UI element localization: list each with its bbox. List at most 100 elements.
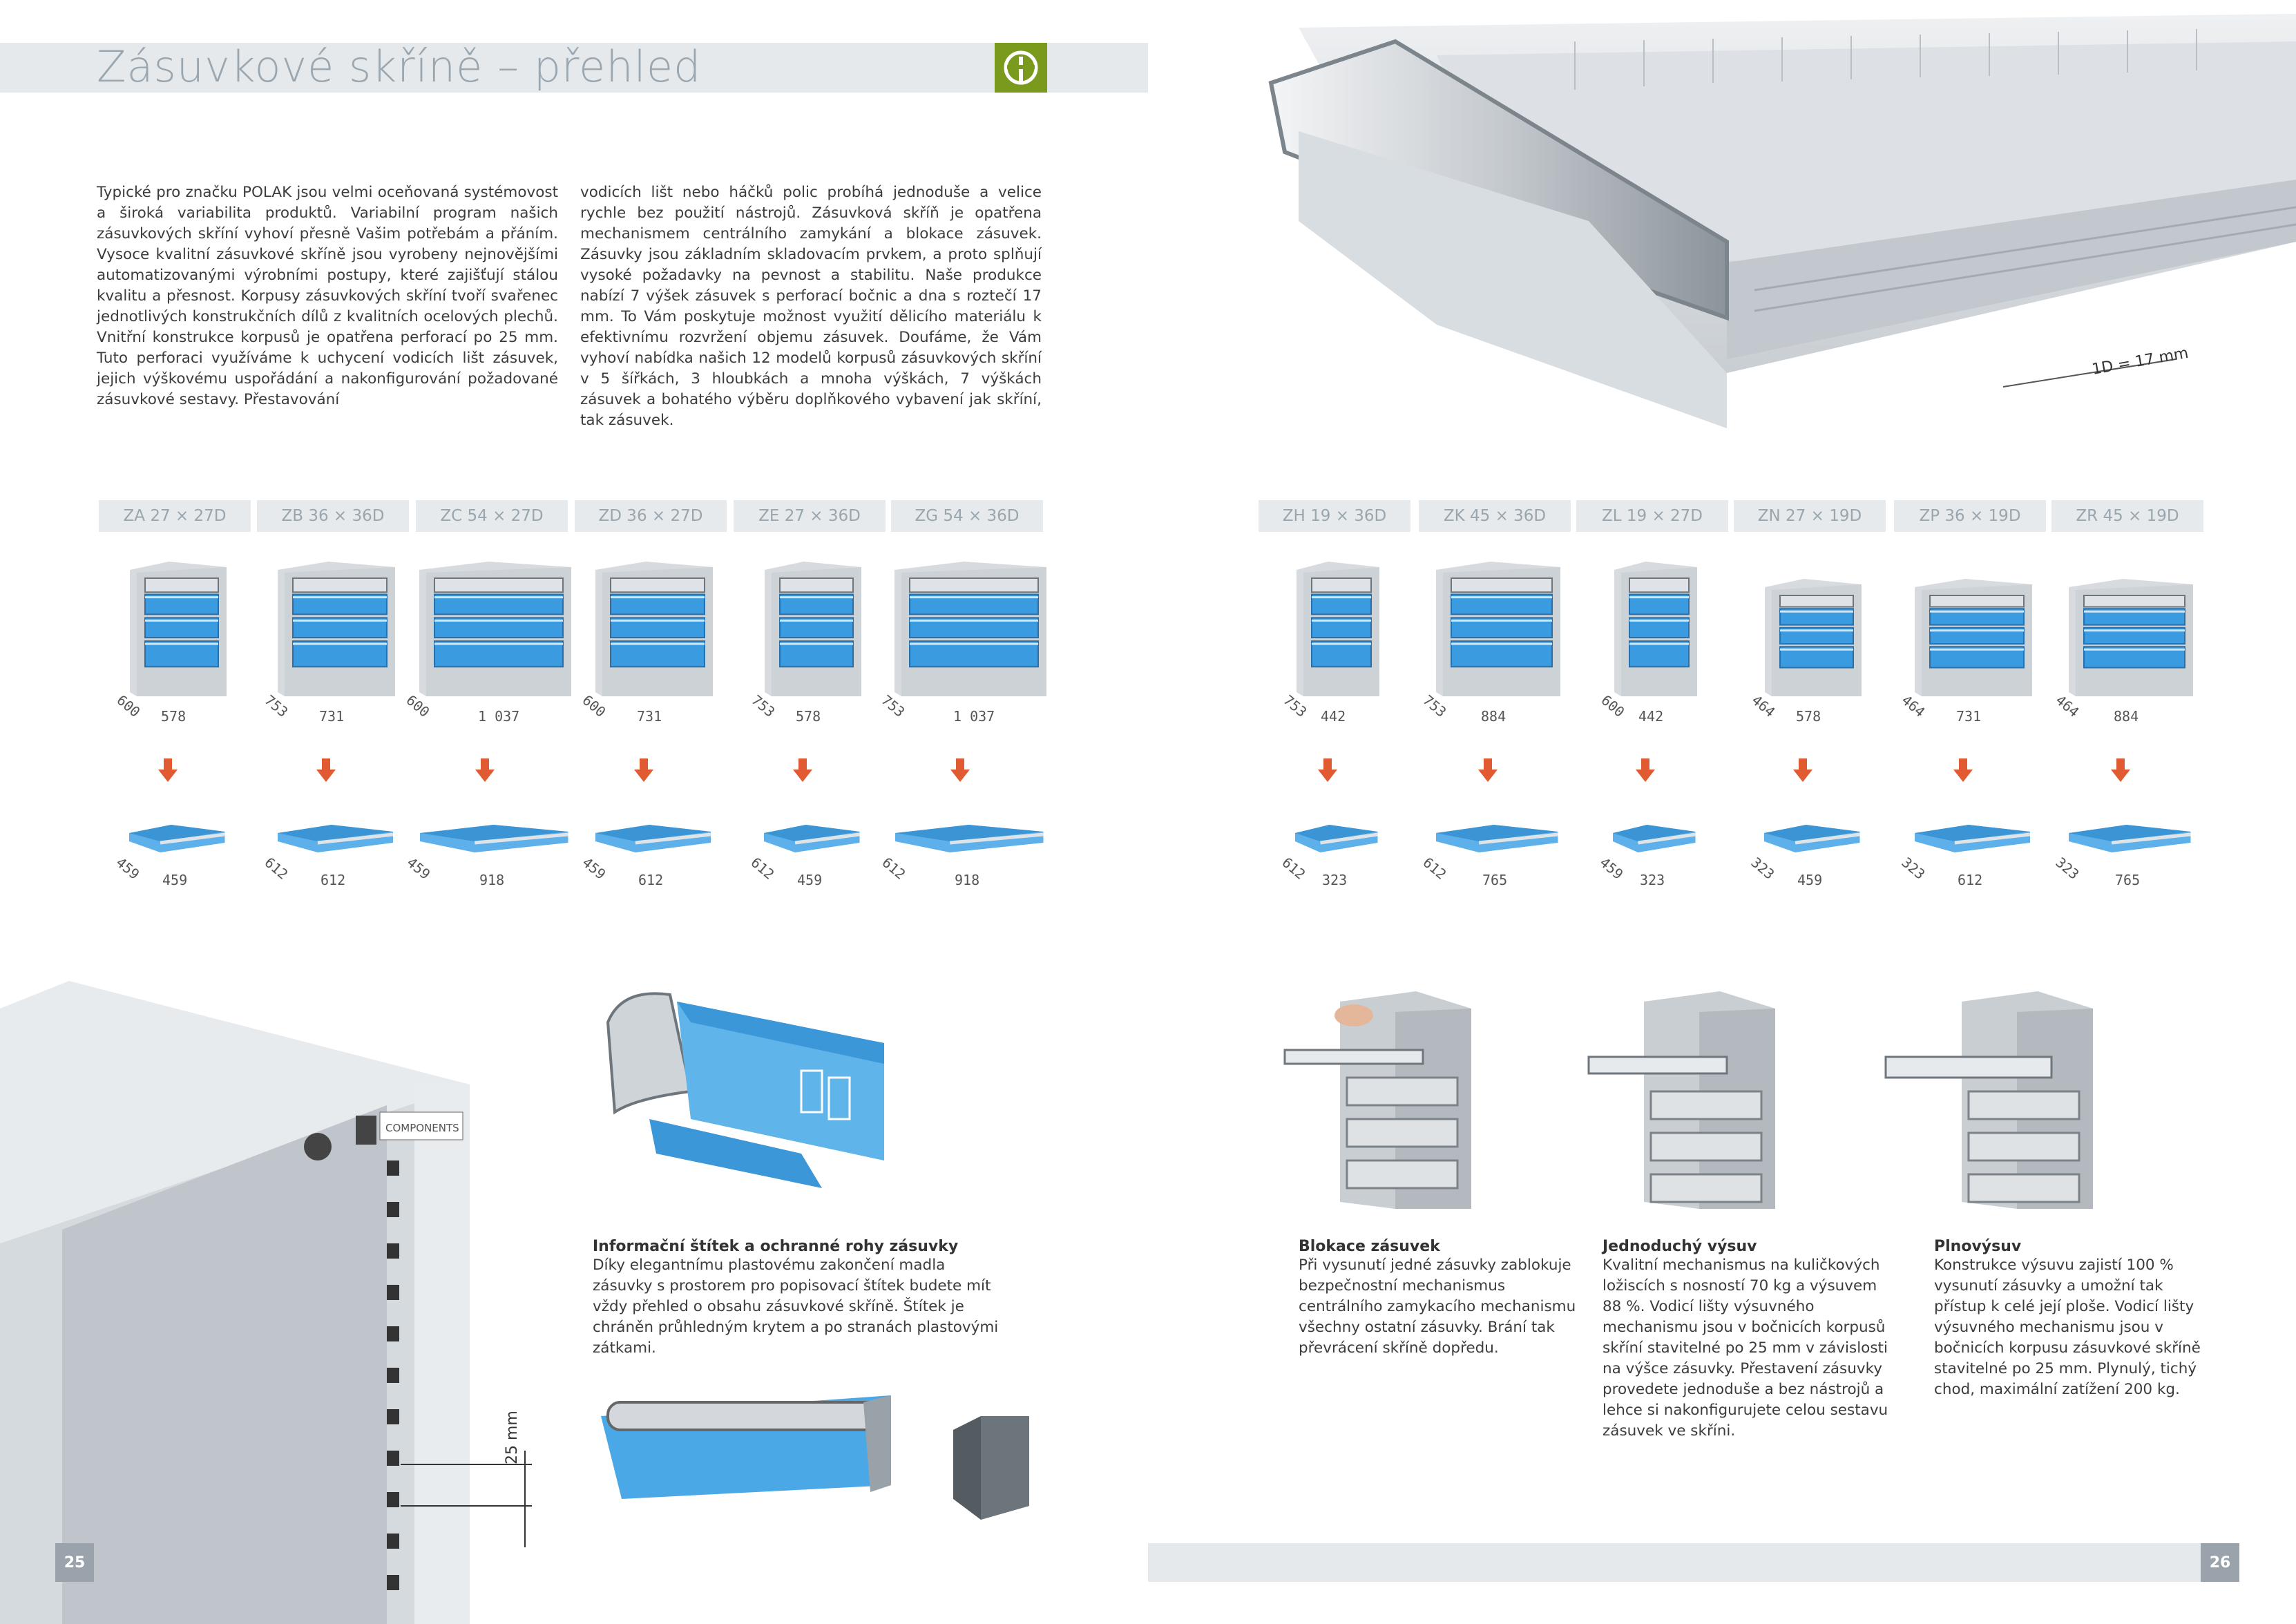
tray-depth-0: 459 [113, 854, 143, 883]
arrow-down-icon [475, 758, 495, 782]
arrow-down-icon [793, 758, 812, 782]
drawer-tray-10 [1914, 825, 2030, 852]
cabinet-width-8: 442 [1638, 708, 1664, 725]
footer-bar [1148, 1543, 2201, 1582]
tray-depth-8: 459 [1596, 854, 1627, 883]
simple-extension-text: Kvalitní mechanismus na kuličkových loži… [1603, 1257, 1888, 1440]
simple-extension-feature: Jednoduchý výsuv Kvalitní mechanismus na… [1603, 1238, 1900, 1442]
cabinet-drawing-5 [895, 562, 1046, 696]
tray-depth-7: 612 [1419, 854, 1450, 883]
cabinet-width-9: 578 [1796, 708, 1821, 725]
logo-icon [1004, 50, 1038, 85]
cabinet-drawing-11 [2069, 579, 2193, 696]
model-tab-10: ZP 36 × 19D [1894, 500, 2046, 532]
polak-logo [995, 43, 1047, 93]
simple-extension-title: Jednoduchý výsuv [1603, 1238, 1757, 1255]
tray-depth-3: 459 [579, 854, 609, 883]
cabinet-width-5: 1 037 [953, 708, 995, 725]
tray-width-5: 918 [955, 872, 980, 888]
tray-width-8: 323 [1640, 872, 1665, 888]
cabinet-width-1: 731 [319, 708, 345, 725]
feature-cabinets-image [1283, 991, 2093, 1209]
full-extension-title: Plnovýsuv [1934, 1238, 2022, 1255]
hand-icon [1334, 1004, 1373, 1026]
label-text: COMPONENTS [385, 1122, 459, 1134]
tray-width-7: 765 [1482, 872, 1508, 888]
arrow-down-icon [2111, 758, 2130, 782]
blocking-feature: Blokace zásuvek Při vysunutí jedné zásuv… [1299, 1238, 1589, 1359]
arrow-down-icon [1636, 758, 1655, 782]
arrow-down-icon [1478, 758, 1498, 782]
tray-depth-2: 459 [403, 854, 434, 883]
cabinet-drawing-9 [1765, 579, 1862, 696]
tray-width-1: 612 [321, 872, 346, 888]
hero-drawer-image: 1D = 17 mm [1268, 14, 2296, 428]
cabinet-width-6: 442 [1321, 708, 1346, 725]
model-tab-6: ZH 19 × 36D [1259, 500, 1410, 532]
tray-depth-6: 612 [1279, 854, 1309, 883]
cabinet-drawing-10 [1915, 579, 2032, 696]
perforation-label: 25 mm [504, 1411, 521, 1464]
arrow-down-icon [1793, 758, 1812, 782]
cabinet-width-0: 578 [161, 708, 186, 725]
tray-width-4: 459 [797, 872, 823, 888]
model-tab-8: ZL 19 × 27D [1576, 500, 1728, 532]
label-feature-text: Díky elegantnímu plastovému zakončení ma… [593, 1257, 999, 1357]
cabinet-width-3: 731 [637, 708, 662, 725]
model-tab-2: ZC 54 × 27D [416, 500, 568, 532]
label-feature: Informační štítek a ochranné rohy zásuvk… [593, 1238, 1007, 1359]
model-tab-0: ZA 27 × 27D [99, 500, 251, 532]
cabinet-drawing-3 [595, 562, 713, 696]
drawer-tray-5 [895, 825, 1044, 852]
tray-depth-1: 612 [261, 854, 291, 883]
arrow-down-icon [1953, 758, 1973, 782]
drawer-tray-4 [763, 825, 860, 852]
arrow-down-icon [1318, 758, 1337, 782]
model-tab-4: ZE 27 × 36D [734, 500, 886, 532]
cabinet-width-7: 884 [1481, 708, 1506, 725]
drawer-tray-6 [1295, 825, 1379, 852]
cabinet-drawing-8 [1614, 562, 1697, 696]
drawer-tray-7 [1435, 825, 1558, 852]
drawer-tray-3 [595, 825, 711, 852]
cabinet-width-4: 578 [796, 708, 821, 725]
tray-width-10: 612 [1958, 872, 1983, 888]
tray-width-3: 612 [638, 872, 664, 888]
hero-dimension-label: 1D = 17 mm [2091, 345, 2190, 379]
tray-width-2: 918 [479, 872, 505, 888]
model-tab-7: ZK 45 × 36D [1419, 500, 1571, 532]
blocking-feature-text: Při vysunutí jedné zásuvky zablokuje bez… [1299, 1257, 1576, 1357]
intro-text-col1: Typické pro značku POLAK jsou velmi oceň… [97, 184, 558, 408]
cabinet-drawing-4 [765, 562, 861, 696]
drawer-tray-0 [128, 825, 225, 852]
arrow-down-icon [316, 758, 336, 782]
page-title: Zásuvkové skříně – přehled [97, 41, 702, 92]
tray-depth-4: 612 [747, 854, 778, 883]
cabinet-perforation-photo: COMPONENTS 25 mm [0, 981, 532, 1624]
title-bar [0, 43, 1148, 93]
cabinet-width-2: 1 037 [478, 708, 520, 725]
arrow-down-icon [158, 758, 178, 782]
full-extension-feature: Plnovýsuv Konstrukce výsuvu zajistí 100 … [1934, 1238, 2217, 1400]
drawer-tray-8 [1613, 825, 1696, 852]
cabinet-drawing-7 [1436, 562, 1560, 696]
blocking-feature-title: Blokace zásuvek [1299, 1238, 1440, 1255]
cabinet-width-10: 731 [1956, 708, 1982, 725]
tray-depth-11: 323 [2052, 854, 2083, 883]
full-extension-text: Konstrukce výsuvu zajistí 100 % vysunutí… [1934, 1257, 2201, 1398]
page-number-left: 25 [55, 1543, 94, 1582]
model-tab-3: ZD 36 × 27D [575, 500, 727, 532]
page-number-right: 26 [2201, 1543, 2239, 1582]
intro-text-col2: vodicích lišt nebo háčků polic probíhá j… [580, 184, 1042, 429]
tray-depth-5: 612 [879, 854, 909, 883]
tray-width-9: 459 [1797, 872, 1823, 888]
drawer-corner-image [606, 992, 884, 1188]
tray-depth-9: 323 [1748, 854, 1778, 883]
label-feature-title: Informační štítek a ochranné rohy zásuvk… [593, 1238, 959, 1255]
tray-width-11: 765 [2115, 872, 2141, 888]
model-tab-1: ZB 36 × 36D [257, 500, 409, 532]
tray-width-0: 459 [162, 872, 188, 888]
cabinet-width-11: 884 [2114, 708, 2139, 725]
model-tab-11: ZR 45 × 19D [2051, 500, 2203, 532]
cabinet-drawing-6 [1297, 562, 1379, 696]
